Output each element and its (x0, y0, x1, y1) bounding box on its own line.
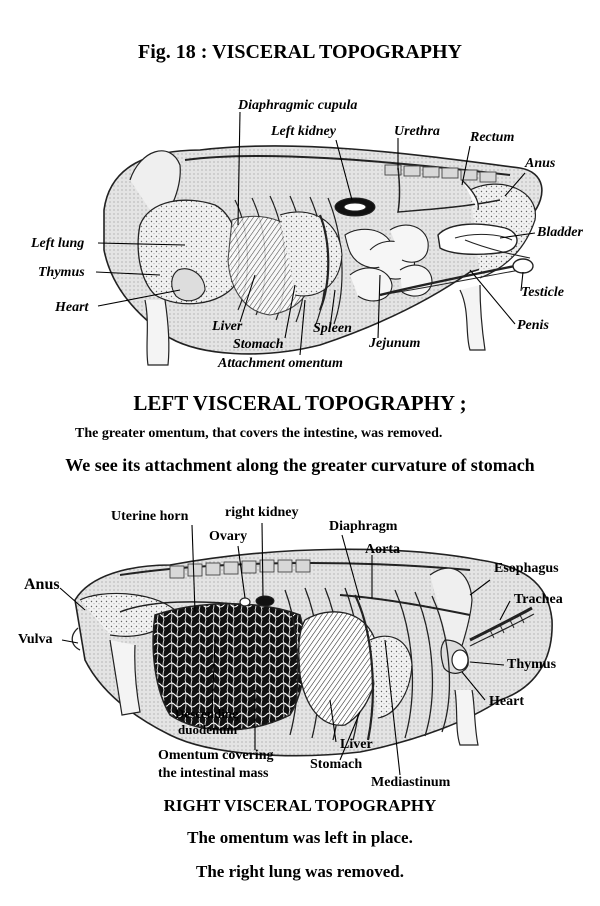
label-left-kidney: Left kidney (271, 124, 336, 139)
label-diaphragmic-cupula: Diaphragmic cupula (238, 98, 358, 113)
label-anus-left: Anus (525, 156, 556, 171)
label-descending-duodenum-1: Descending (175, 706, 239, 721)
left-caption-2: We see its attachment along the greater … (65, 455, 535, 475)
left-topography-heading: LEFT VISCERAL TOPOGRAPHY ; (133, 391, 467, 415)
label-bladder: Bladder (537, 225, 583, 240)
label-heart-right: Heart (489, 694, 524, 709)
right-body-illustration (71, 548, 553, 757)
right-caption-2: The right lung was removed. (196, 862, 404, 881)
label-ovary: Ovary (209, 529, 248, 544)
label-heart-left: Heart (55, 300, 89, 315)
label-left-lung: Left lung (31, 236, 85, 251)
label-vulva: Vulva (18, 632, 53, 647)
label-stomach-left: Stomach (233, 337, 284, 352)
label-jejunum: Jejunum (369, 336, 421, 351)
label-omentum-covering-2: the intestinal mass (158, 766, 269, 781)
label-aorta: Aorta (365, 542, 400, 557)
right-leader-lines (59, 522, 511, 776)
label-diaphragm: Diaphragm (329, 519, 398, 534)
left-caption-1: The greater omentum, that covers the int… (75, 426, 443, 441)
figure-title: Fig. 18 : VISCERAL TOPOGRAPHY (138, 41, 462, 63)
label-spleen: Spleen (313, 321, 352, 336)
label-urethra: Urethra (394, 124, 440, 139)
label-thymus-right: Thymus (507, 657, 557, 672)
label-penis: Penis (517, 318, 549, 333)
label-trachea: Trachea (514, 592, 563, 607)
label-uterine-horn: Uterine horn (111, 509, 189, 524)
label-right-kidney: right kidney (225, 505, 299, 520)
label-liver-left: Liver (212, 319, 243, 334)
label-omentum-covering-1: Omentum covering (158, 748, 274, 763)
label-esophagus: Esophagus (494, 561, 559, 576)
label-anus-right: Anus (24, 576, 60, 593)
label-rectum: Rectum (470, 130, 515, 145)
left-body-illustration (103, 145, 543, 366)
label-thymus-left: Thymus (38, 265, 85, 280)
label-testicle: Testicle (521, 285, 565, 300)
label-mediastinum: Mediastinum (371, 775, 451, 790)
right-caption-1: The omentum was left in place. (187, 828, 413, 847)
label-liver-right: Liver (340, 737, 373, 752)
label-attachment-omentum: Attachment omentum (218, 356, 343, 371)
left-leader-lines (95, 111, 536, 356)
label-descending-duodenum-2: duodenum (178, 722, 238, 737)
right-topography-heading: RIGHT VISCERAL TOPOGRAPHY (163, 796, 437, 815)
label-stomach-right: Stomach (310, 757, 363, 772)
